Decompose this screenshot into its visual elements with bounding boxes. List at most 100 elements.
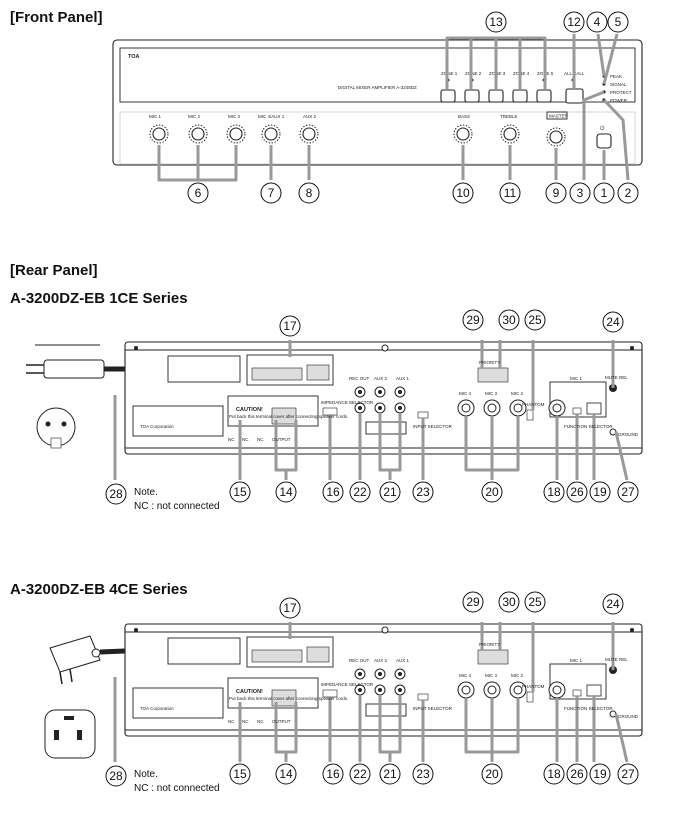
front-leaders bbox=[157, 33, 630, 182]
callout-14: 14 bbox=[279, 485, 293, 499]
nc-label-2-4ce: NC bbox=[242, 719, 249, 724]
knob-label-bass: BASS bbox=[458, 114, 470, 119]
nc-label-1: NC bbox=[228, 437, 235, 442]
nc-label-3: NC bbox=[257, 437, 264, 442]
note-nc-4ce: NC : not connected bbox=[134, 783, 220, 794]
output-label-4ce: OUTPUT bbox=[272, 719, 291, 724]
ground-label-4ce: GROUND bbox=[618, 714, 639, 719]
mic2-label: MIC 2 bbox=[511, 391, 523, 396]
callout-1: 1 bbox=[601, 186, 608, 200]
mic2-knob[interactable] bbox=[191, 127, 205, 141]
mute-rel-label-4ce: MUTE REL bbox=[605, 657, 628, 662]
mute-rel-label: MUTE REL bbox=[605, 375, 628, 380]
callout-28: 28 bbox=[109, 487, 123, 501]
phantom-label: PHANTOM bbox=[522, 402, 545, 407]
indicator-signal: SIGNAL bbox=[610, 82, 627, 87]
model-label: DIGITAL MIXER AMPLIFIER A-3248DZ bbox=[338, 85, 417, 90]
zone-5-button[interactable] bbox=[536, 89, 552, 103]
ground-label: GROUND bbox=[618, 432, 639, 437]
callout-5: 5 bbox=[615, 15, 622, 29]
note-title-4ce: Note. bbox=[134, 769, 158, 780]
rear-1ce-callouts: 17 29 30 25 24 28 15 14 16 22 21 23 20 1… bbox=[105, 309, 639, 505]
callout-18: 18 bbox=[547, 485, 561, 499]
mic4-aux1-knob[interactable] bbox=[264, 127, 278, 141]
zone-3-button[interactable] bbox=[488, 89, 504, 103]
mic1-label-4ce: MIC 1 bbox=[570, 658, 582, 663]
power-symbol-icon: ⏻ bbox=[600, 125, 605, 132]
nc-label-3-4ce: NC bbox=[257, 719, 264, 724]
rear-panel-1ce: CAUTION! Put back this terminal cover af… bbox=[26, 309, 644, 512]
note-title: Note. bbox=[134, 487, 158, 498]
callout-20-4ce: 20 bbox=[485, 767, 499, 781]
callout-29: 29 bbox=[466, 313, 480, 327]
callout-3: 3 bbox=[577, 186, 584, 200]
callout-17-4ce: 17 bbox=[283, 601, 297, 615]
mic2-label-4ce: MIC 2 bbox=[511, 673, 523, 678]
callout-19-4ce: 19 bbox=[593, 767, 607, 781]
callout-22: 22 bbox=[353, 485, 367, 499]
callout-16: 16 bbox=[326, 485, 340, 499]
indicator-power: POWER bbox=[610, 98, 628, 103]
bass-knob[interactable] bbox=[456, 127, 470, 141]
mic1-label: MIC 1 bbox=[570, 376, 582, 381]
aux1-label: AUX 1 bbox=[396, 376, 410, 381]
zone-4-button[interactable] bbox=[512, 89, 528, 103]
caution-label-4ce: CAUTION! bbox=[236, 689, 263, 695]
treble-knob[interactable] bbox=[503, 127, 517, 141]
callout-14-4ce: 14 bbox=[279, 767, 293, 781]
nc-label-2: NC bbox=[242, 437, 249, 442]
callout-8: 8 bbox=[306, 186, 313, 200]
callout-15-4ce: 15 bbox=[233, 767, 247, 781]
callout-16-4ce: 16 bbox=[326, 767, 340, 781]
callout-23: 23 bbox=[416, 485, 430, 499]
knob-label-mic3: MIC 3 bbox=[228, 114, 240, 119]
callout-7: 7 bbox=[268, 186, 275, 200]
callout-2: 2 bbox=[625, 186, 632, 200]
input-selector-label: INPUT SELECTOR bbox=[413, 424, 453, 429]
callout-25-4ce: 25 bbox=[528, 595, 542, 609]
rear-4ce-callouts: 17 29 30 25 24 28 15 14 16 22 21 23 20 1… bbox=[105, 591, 639, 787]
aux2-knob[interactable] bbox=[302, 127, 316, 141]
all-call-button[interactable] bbox=[565, 88, 584, 104]
callout-17: 17 bbox=[283, 319, 297, 333]
front-callouts: 13 12 4 5 6 7 8 10 11 9 3 1 2 bbox=[187, 11, 639, 204]
callout-12: 12 bbox=[567, 15, 581, 29]
callout-21-4ce: 21 bbox=[383, 767, 397, 781]
caution-text-4ce: Put back this terminal cover after conne… bbox=[229, 696, 348, 701]
rec-out-label: REC OUT bbox=[349, 376, 370, 381]
power-switch[interactable] bbox=[596, 133, 612, 149]
output-label: OUTPUT bbox=[272, 437, 291, 442]
corp-label-4ce: TOA Corporation bbox=[140, 706, 174, 711]
series-4ce-heading: A-3200DZ-EB 4CE Series bbox=[10, 581, 188, 598]
indicator-peak: PEAK bbox=[610, 74, 622, 79]
indicator-protect: PROTECT bbox=[610, 90, 632, 95]
mic4-label: MIC 4 bbox=[459, 391, 471, 396]
front-panel-heading: [Front Panel] bbox=[10, 9, 103, 26]
callout-4: 4 bbox=[594, 15, 601, 29]
zone-1-button[interactable] bbox=[440, 89, 456, 103]
callout-25: 25 bbox=[528, 313, 542, 327]
zone-label-1: ZONE 1 bbox=[441, 71, 458, 76]
callout-19: 19 bbox=[593, 485, 607, 499]
callout-18-4ce: 18 bbox=[547, 767, 561, 781]
knob-label-mic2: MIC 2 bbox=[188, 114, 200, 119]
callout-20: 20 bbox=[485, 485, 499, 499]
front-panel: TOA DIGITAL MIXER AMPLIFIER A-3248DZ ZON… bbox=[112, 11, 643, 204]
callout-22-4ce: 22 bbox=[353, 767, 367, 781]
callout-9: 9 bbox=[553, 186, 560, 200]
master-knob[interactable] bbox=[549, 130, 563, 144]
rear-panel-heading: [Rear Panel] bbox=[10, 262, 98, 279]
impedance-selector-label: IMPEDANCE SELECTOR bbox=[321, 400, 374, 405]
euro-plug-icon bbox=[26, 344, 125, 449]
zone-2-button[interactable] bbox=[464, 89, 480, 103]
phantom-label-4ce: PHANTOM bbox=[522, 684, 545, 689]
caution-label: CAUTION! bbox=[236, 407, 263, 413]
callout-29-4ce: 29 bbox=[466, 595, 480, 609]
nc-label-1-4ce: NC bbox=[228, 719, 235, 724]
knob-label-master: MASTER bbox=[549, 114, 569, 119]
callout-15: 15 bbox=[233, 485, 247, 499]
mic3-knob[interactable] bbox=[229, 127, 243, 141]
mic1-knob[interactable] bbox=[152, 127, 166, 141]
aux1-label-4ce: AUX 1 bbox=[396, 658, 410, 663]
